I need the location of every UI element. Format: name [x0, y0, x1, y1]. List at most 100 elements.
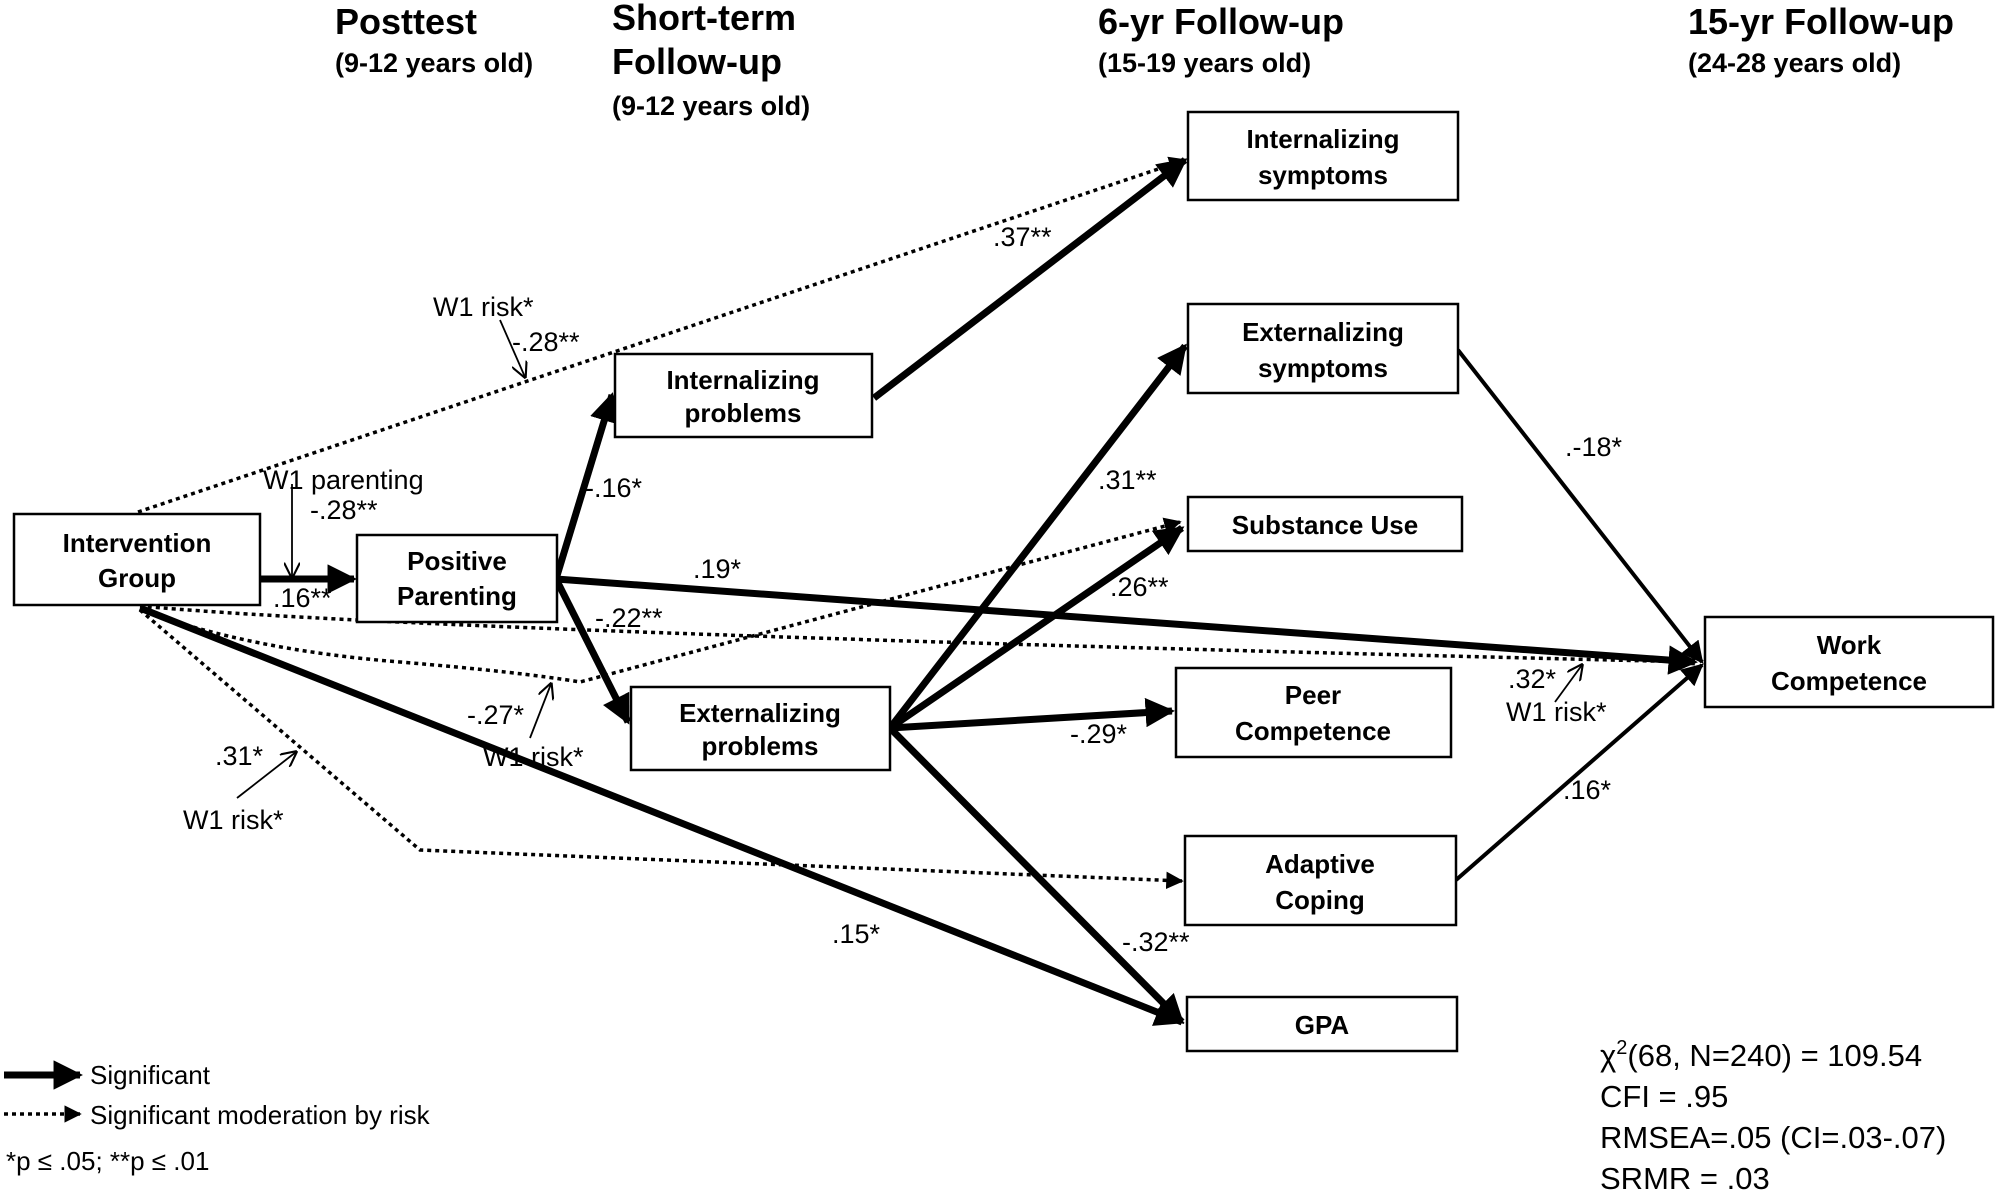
fit-chi-value: (68, N=240) = 109.54: [1627, 1038, 1922, 1073]
fit-chi-superscript: 2: [1616, 1037, 1627, 1059]
node-peer-competence-line2: Competence: [1235, 716, 1391, 746]
fit-chi-symbol: χ: [1600, 1038, 1616, 1073]
node-adaptive-coping-line1: Adaptive: [1265, 849, 1375, 879]
node-adaptive-coping-line2: Coping: [1275, 885, 1365, 915]
coef-ig-to-adaptive-coping: .31*: [215, 741, 264, 771]
node-intervention-group-line1: Intervention: [63, 528, 212, 558]
node-intervention-group-box: [12, 512, 262, 607]
node-peer-competence: Peer Competence: [1174, 666, 1453, 759]
node-work-competence-line2: Competence: [1771, 666, 1927, 696]
header-six-yr: 6-yr Follow-up (15-19 years old): [1098, 1, 1344, 78]
path-ep-to-gpa: [887, 725, 1185, 1025]
coef-pp-to-internalizing-problems: -.16*: [585, 473, 643, 503]
legend-pvalues: *p ≤ .05; **p ≤ .01: [6, 1146, 209, 1176]
path-pp-to-internalizing-problems: [552, 392, 619, 581]
node-internalizing-problems-line1: Internalizing: [666, 365, 819, 395]
node-internalizing-symptoms-line2: symptoms: [1258, 160, 1388, 190]
node-externalizing-symptoms-line2: symptoms: [1258, 353, 1388, 383]
header-six-yr-title: 6-yr Follow-up: [1098, 1, 1344, 42]
header-fifteen-yr-title: 15-yr Follow-up: [1688, 1, 1954, 42]
coef-ep-to-substance-use: .26**: [1110, 572, 1169, 602]
node-peer-competence-line1: Peer: [1285, 680, 1341, 710]
node-work-competence-line1: Work: [1817, 630, 1882, 660]
path-ep-to-peer-competence: [889, 697, 1175, 732]
node-gpa: GPA: [1185, 995, 1459, 1053]
label-w1-risk-substance: W1 risk*: [483, 742, 584, 772]
header-short-term-title-line1: Short-term: [612, 0, 796, 38]
pointer-w1-risk-substance: [529, 684, 551, 739]
node-externalizing-symptoms-line1: Externalizing: [1242, 317, 1404, 347]
path-ip-to-internalizing-symptoms: [871, 157, 1188, 401]
coef-ac-to-work-competence: .16*: [1563, 775, 1612, 805]
coef-ip-to-internalizing-symptoms: .37**: [993, 222, 1052, 252]
coef-ep-to-gpa: -.32**: [1122, 927, 1190, 957]
pointer-w1-risk-top: [499, 319, 525, 377]
header-fifteen-yr: 15-yr Follow-up (24-28 years old): [1688, 1, 1954, 78]
path-ig-to-substance-use: [139, 517, 1182, 684]
path-ig-to-adaptive-coping: [138, 608, 1184, 890]
coef-es-to-work-competence: .-18*: [1565, 432, 1623, 462]
node-work-competence-box: [1703, 615, 1995, 709]
header-posttest-title: Posttest: [335, 1, 477, 42]
node-gpa-box: [1185, 995, 1459, 1053]
legend-moderation-label: Significant moderation by risk: [90, 1100, 431, 1130]
node-positive-parenting: Positive Parenting: [355, 533, 559, 624]
node-internalizing-problems: Internalizing problems: [613, 352, 874, 439]
coef-ig-pp-moderation: -.28**: [310, 495, 378, 525]
coef-ig-to-work-competence: .32*: [1508, 664, 1557, 694]
legend: Significant Significant moderation by ri…: [4, 1060, 431, 1176]
legend-significant-label: Significant: [90, 1060, 211, 1090]
path-pp-to-work-competence: [555, 575, 1698, 675]
fit-chi-square: χ2(68, N=240) = 109.54: [1600, 1037, 1922, 1073]
moderator-pointers: [236, 319, 1582, 799]
node-substance-use-box: [1186, 495, 1464, 553]
node-internalizing-problems-line2: problems: [684, 398, 801, 428]
node-positive-parenting-box: [355, 533, 559, 624]
node-internalizing-symptoms-box: [1186, 110, 1460, 202]
coef-ep-to-peer-competence: -.29*: [1070, 719, 1128, 749]
node-internalizing-problems-box: [613, 352, 874, 439]
node-externalizing-problems-box: [629, 685, 892, 772]
node-substance-use: Substance Use: [1186, 495, 1464, 553]
fit-cfi: CFI = .95: [1600, 1079, 1728, 1114]
node-internalizing-symptoms-line1: Internalizing: [1246, 124, 1399, 154]
node-positive-parenting-line2: Parenting: [397, 581, 517, 611]
node-externalizing-symptoms: Externalizing symptoms: [1186, 302, 1460, 395]
label-w1-risk-top: W1 risk*: [433, 292, 534, 322]
path-ig-to-work-competence: [139, 604, 1697, 671]
coef-pp-to-work-competence: .19*: [693, 554, 742, 584]
pointer-w1-risk-coping: [236, 752, 296, 799]
path-ig-to-internalizing-symptoms: [137, 156, 1187, 514]
fit-rmsea: RMSEA=.05 (CI=.03-.07): [1600, 1120, 1946, 1155]
node-externalizing-problems-line2: problems: [701, 731, 818, 761]
node-positive-parenting-line1: Positive: [407, 546, 507, 576]
coef-ep-to-externalizing-symptoms: .31**: [1098, 465, 1157, 495]
path-ep-to-externalizing-symptoms: [887, 343, 1188, 731]
coef-ig-to-internalizing-symptoms: -.28**: [512, 327, 580, 357]
label-w1-risk-coping: W1 risk*: [183, 805, 284, 835]
node-adaptive-coping-box: [1183, 834, 1458, 927]
coef-ig-to-substance-use: -.27*: [467, 700, 525, 730]
node-externalizing-problems: Externalizing problems: [629, 685, 892, 772]
significant-paths: [138, 157, 1704, 1026]
coefficient-labels: W1 risk* -.28** .37** W1 parenting -.28*…: [183, 222, 1623, 957]
path-ep-to-substance-use: [888, 525, 1185, 731]
label-w1-parenting: W1 parenting: [263, 465, 424, 495]
node-adaptive-coping: Adaptive Coping: [1183, 834, 1458, 927]
path-ig-to-gpa: [138, 604, 1185, 1026]
label-w1-risk-work: W1 risk*: [1506, 697, 1607, 727]
path-ac-to-work-competence: [1454, 663, 1704, 882]
pointer-w1-risk-work: [1554, 665, 1582, 703]
node-internalizing-symptoms: Internalizing symptoms: [1186, 110, 1460, 202]
node-peer-competence-box: [1174, 666, 1453, 759]
header-posttest: Posttest (9-12 years old): [335, 1, 533, 78]
coef-pp-to-externalizing-problems: -.22**: [595, 603, 663, 633]
header-fifteen-yr-age: (24-28 years old): [1688, 48, 1901, 78]
header-short-term-title-line2: Follow-up: [612, 41, 782, 82]
fit-srmr: SRMR = .03: [1600, 1161, 1770, 1193]
node-intervention-group: Intervention Group: [12, 512, 262, 607]
path-es-to-work-competence: [1456, 348, 1704, 664]
fit-statistics: χ2(68, N=240) = 109.54 CFI = .95 RMSEA=.…: [1600, 1037, 1946, 1193]
node-externalizing-problems-line1: Externalizing: [679, 698, 841, 728]
